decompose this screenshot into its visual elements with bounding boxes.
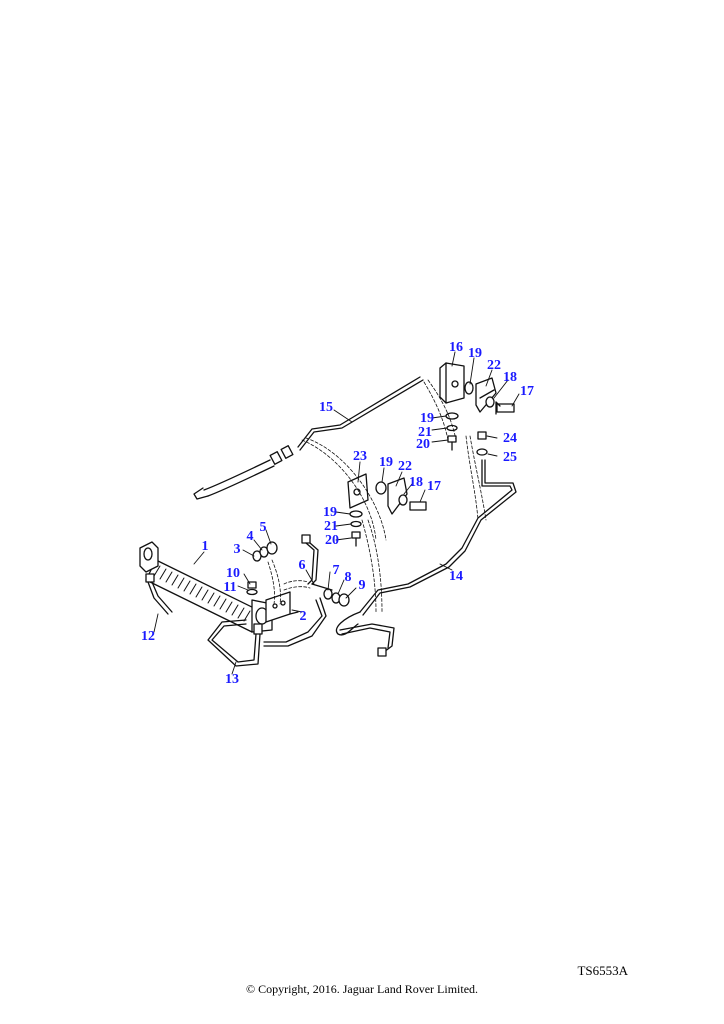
callout-22b: 22 [398,459,412,474]
pipe-14 [335,459,517,657]
callout-17b: 17 [427,479,441,494]
bracket-16 [439,362,515,415]
pipe-15 [193,376,424,500]
callout-19d: 19 [323,505,337,520]
bracket-23 [347,473,427,515]
callout-23: 23 [353,449,367,464]
callout-6: 6 [299,558,306,573]
callout-19a: 19 [468,346,482,361]
callout-4: 4 [247,529,254,544]
callout-22a: 22 [487,358,501,373]
fastener-stack-upper [445,412,459,451]
callout-7: 7 [333,563,340,578]
callout-19b: 19 [420,411,434,426]
reference-code: TS6553A [577,963,628,978]
callout-1: 1 [202,539,209,554]
bracket-2 [265,591,299,623]
callout-5: 5 [260,520,267,535]
callout-2: 2 [300,609,307,624]
connection-lines [267,379,487,613]
callout-18a: 18 [503,370,517,385]
fastener-stack-middle [349,510,363,547]
callout-17a: 17 [520,384,534,399]
pipe-13 [207,619,263,667]
callout-24: 24 [503,431,517,446]
callout-18b: 18 [409,475,423,490]
copyright-notice: © Copyright, 2016. Jaguar Land Rover Lim… [245,982,479,996]
callout-9: 9 [359,578,366,593]
callout-12: 12 [141,629,155,644]
pipe-12 [145,573,173,615]
callout-13: 13 [225,672,239,687]
cooler-1 [139,541,273,633]
callout-8: 8 [345,570,352,585]
callout-20a: 20 [416,437,430,452]
callout-25: 25 [503,450,517,465]
callout-3: 3 [234,542,241,557]
leader-lines [153,351,520,675]
callout-16: 16 [449,340,463,355]
callout-21a: 21 [418,425,432,440]
fasteners-3-4-5 [252,541,278,562]
fasteners-10-11 [246,581,258,596]
callout-20b: 20 [325,533,339,548]
callout-19c: 19 [379,455,393,470]
fittings-7-8-9 [323,588,350,607]
callout-14: 14 [449,569,463,584]
callout-10: 10 [226,566,240,581]
callout-15: 15 [319,400,333,415]
callout-11: 11 [223,580,236,595]
fittings-24-25 [476,431,488,456]
callout-21b: 21 [324,519,338,534]
